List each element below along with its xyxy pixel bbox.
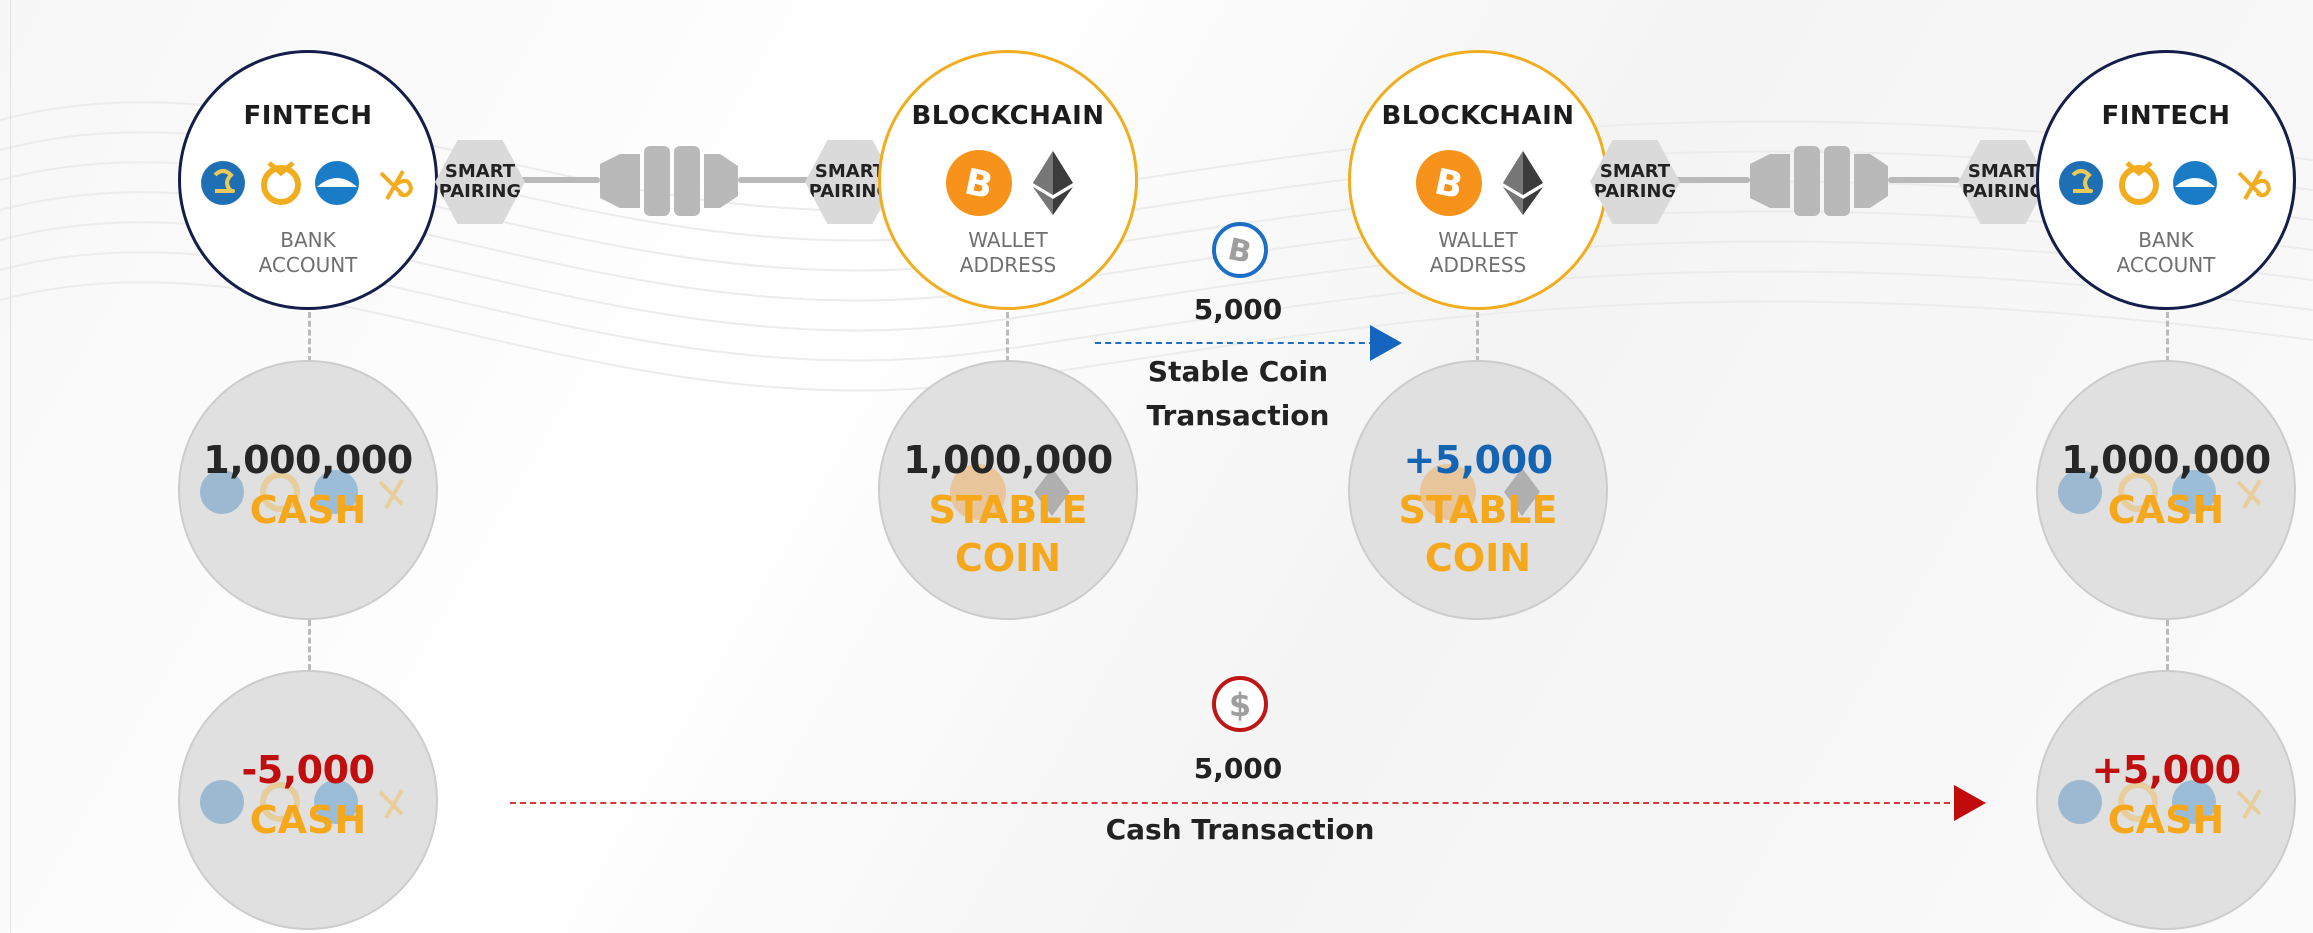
receiver-cash-change: +5,000 CASH bbox=[2036, 670, 2296, 930]
stable-tx-amount: 5,000 bbox=[1193, 293, 1283, 326]
cash-tx-arrow-line bbox=[510, 802, 1960, 804]
balance-label: CASH bbox=[249, 488, 367, 532]
bank-logos-icon bbox=[200, 780, 404, 824]
smart-pairing-badge: SMART PAIRING bbox=[435, 140, 525, 224]
dollar-icon: $ bbox=[1212, 676, 1268, 732]
fintech-node-right: FINTECH BANK ACCOUNT bbox=[2036, 50, 2296, 310]
cash-tx-amount: 5,000 bbox=[1193, 752, 1283, 785]
bank-logos-icon bbox=[2058, 780, 2262, 824]
connector-dash bbox=[308, 620, 311, 670]
balance-amount: 1,000,000 bbox=[2061, 438, 2271, 482]
connector-dash bbox=[308, 312, 311, 362]
svg-text:$: $ bbox=[1229, 686, 1251, 724]
arrow-right-icon bbox=[1954, 785, 1986, 821]
cash-tx-label: Cash Transaction bbox=[1105, 813, 1375, 846]
node-title: BLOCKCHAIN bbox=[911, 101, 1105, 131]
bank-logos-icon bbox=[201, 161, 414, 205]
connector-dash bbox=[1476, 312, 1479, 362]
crypto-icons: B bbox=[1416, 150, 1543, 216]
crypto-icons bbox=[1420, 464, 1540, 520]
bitcoin-icon: B bbox=[1212, 222, 1268, 278]
balance-amount: 1,000,000 bbox=[903, 438, 1113, 482]
left-border-line bbox=[10, 0, 11, 933]
balance-amount: +5,000 bbox=[1403, 438, 1553, 482]
node-title: FINTECH bbox=[243, 101, 373, 131]
blockchain-node-right: BLOCKCHAIN B WALLET ADDRESS bbox=[1348, 50, 1608, 310]
sender-cash-change: -5,000 CASH bbox=[178, 670, 438, 930]
stable-tx-label: Stable Coin Transaction bbox=[1146, 355, 1330, 432]
plug-connector-icon bbox=[1670, 146, 1960, 216]
balance-amount: -5,000 bbox=[241, 748, 375, 792]
smart-pairing-badge: SMART PAIRING bbox=[1958, 140, 2048, 224]
plug-connector-icon bbox=[520, 146, 810, 216]
connector-dash bbox=[2166, 620, 2169, 670]
bank-logos-icon bbox=[2059, 161, 2272, 205]
connector-dash bbox=[2166, 312, 2169, 362]
smart-pairing-badge: SMART PAIRING bbox=[1590, 140, 1680, 224]
node-subtitle: WALLET ADDRESS bbox=[1429, 228, 1527, 277]
crypto-icons: B bbox=[946, 150, 1073, 216]
stable-tx-arrow-line bbox=[1095, 342, 1375, 344]
bank-logos-icon bbox=[2058, 470, 2262, 514]
balance-label: CASH bbox=[2107, 798, 2225, 842]
balance-amount: +5,000 bbox=[2091, 748, 2241, 792]
receiver-cash-balance: 1,000,000 CASH bbox=[2036, 360, 2296, 620]
arrow-right-icon bbox=[1370, 325, 1402, 361]
blockchain-node-left: BLOCKCHAIN B WALLET ADDRESS bbox=[878, 50, 1138, 310]
sender-cash-balance: 1,000,000 CASH bbox=[178, 360, 438, 620]
crypto-icons bbox=[950, 464, 1070, 520]
node-subtitle: WALLET ADDRESS bbox=[959, 228, 1057, 277]
svg-text:B: B bbox=[1225, 232, 1255, 271]
node-title: FINTECH bbox=[2101, 101, 2231, 131]
node-subtitle: BANK ACCOUNT bbox=[258, 228, 358, 277]
balance-label: CASH bbox=[249, 798, 367, 842]
connector-dash bbox=[1006, 312, 1009, 362]
bank-logos-icon bbox=[200, 470, 404, 514]
node-subtitle: BANK ACCOUNT bbox=[2116, 228, 2216, 277]
node-title: BLOCKCHAIN bbox=[1381, 101, 1575, 131]
balance-label: CASH bbox=[2107, 488, 2225, 532]
balance-amount: 1,000,000 bbox=[203, 438, 413, 482]
fintech-node-left: FINTECH BANK ACCOUNT bbox=[178, 50, 438, 310]
